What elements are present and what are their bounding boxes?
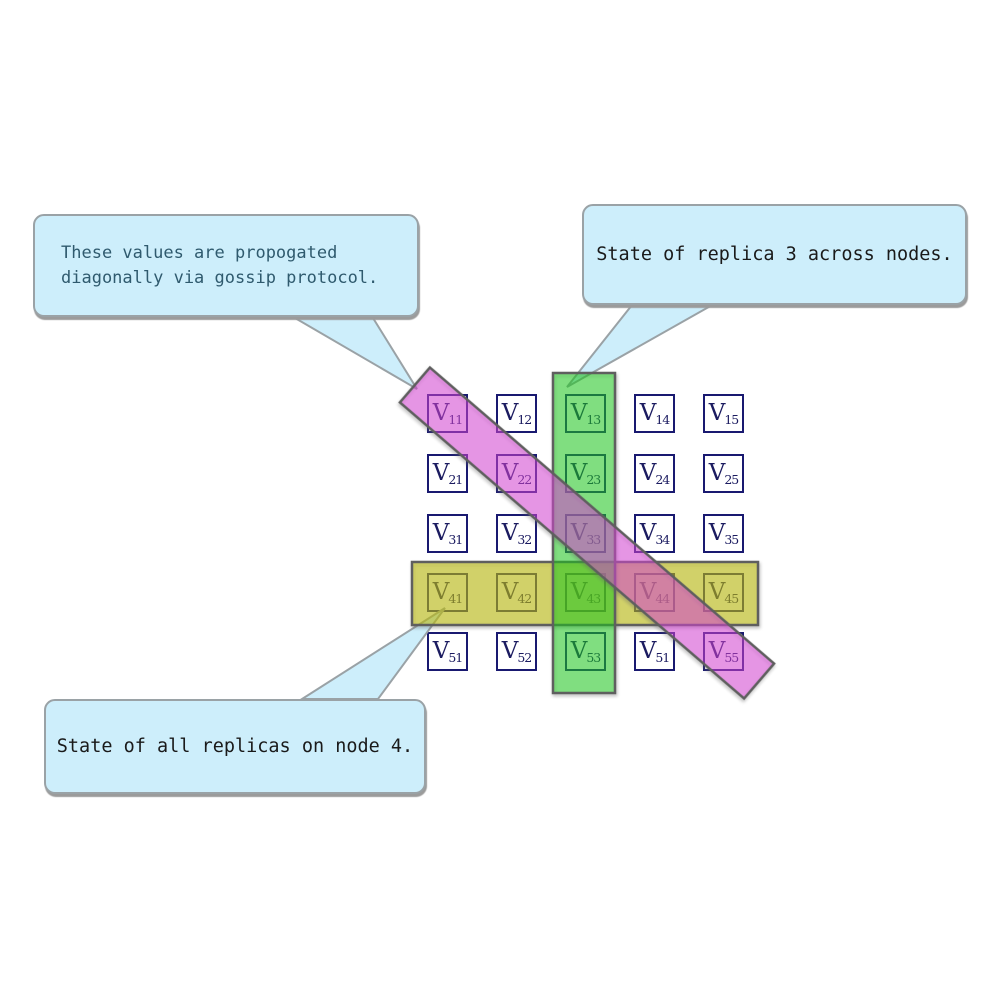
cell-subscript: 22 [517,472,532,488]
cell-subscript: 15 [724,412,739,428]
cell-symbol: V [501,638,519,664]
node4-callout-pointer [298,607,446,700]
callout-replica-3-state: State of replica 3 across nodes. [582,204,967,305]
cell-symbol: V [708,579,726,605]
cell-subscript: 45 [724,591,739,607]
cell-subscript: 51 [655,650,670,666]
cell-symbol: V [639,579,657,605]
cell-symbol: V [432,520,450,546]
callout-text: State of all replicas on node 4. [56,735,414,757]
cell-symbol: V [570,520,588,546]
cell-subscript: 53 [586,650,601,666]
cell-subscript: 33 [586,532,601,548]
cell-subscript: 14 [655,412,670,428]
cell-symbol: V [570,579,588,605]
cell-symbol: V [432,400,450,426]
replica3-callout-pointer [566,303,715,388]
callout-text: State of replica 3 across nodes. [596,243,953,265]
cell-symbol: V [501,579,519,605]
cell-subscript: 55 [724,650,739,666]
cell-subscript: 41 [448,591,463,607]
cell-subscript: 13 [586,412,601,428]
cell-symbol: V [708,460,726,486]
cell-symbol: V [708,520,726,546]
cell-subscript: 44 [655,591,670,607]
cell-symbol: V [501,520,519,546]
callout-gossip-protocol: These values are propogated diagonally v… [33,214,419,317]
cell-subscript: 25 [724,472,739,488]
cell-symbol: V [570,460,588,486]
callout-node-4-state: State of all replicas on node 4. [44,699,426,794]
cell-subscript: 24 [655,472,670,488]
cell-symbol: V [432,460,450,486]
cell-symbol: V [708,638,726,664]
cell-subscript: 34 [655,532,670,548]
cell-symbol: V [708,400,726,426]
cell-symbol: V [432,579,450,605]
cell-subscript: 32 [517,532,532,548]
gossip-callout-pointer [291,317,418,390]
cell-subscript: 23 [586,472,601,488]
cell-subscript: 21 [448,472,463,488]
cell-symbol: V [501,400,519,426]
cell-subscript: 12 [517,412,532,428]
cell-symbol: V [639,400,657,426]
callout-text: diagonally via gossip protocol. [61,267,379,288]
cell-symbol: V [432,638,450,664]
cell-subscript: 52 [517,650,532,666]
cell-subscript: 43 [586,591,601,607]
cell-symbol: V [639,460,657,486]
cell-symbol: V [501,460,519,486]
cell-subscript: 35 [724,532,739,548]
cell-subscript: 31 [448,532,463,548]
cell-subscript: 51 [448,650,463,666]
cell-symbol: V [639,520,657,546]
cell-subscript: 11 [448,412,463,428]
callout-text: These values are propogated [61,242,338,263]
cell-symbol: V [570,400,588,426]
cell-symbol: V [639,638,657,664]
cell-subscript: 42 [517,591,532,607]
cell-symbol: V [570,638,588,664]
